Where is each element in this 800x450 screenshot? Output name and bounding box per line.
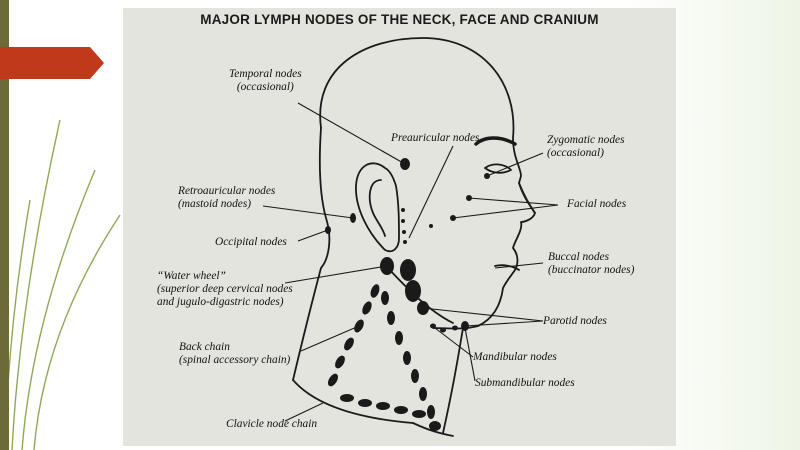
label-preauricular-nodes: Preauricular nodes (391, 132, 480, 144)
diagram-title: MAJOR LYMPH NODES OF THE NECK, FACE AND … (200, 12, 599, 27)
slide-tab-arrow (0, 47, 104, 79)
label-water-wheel: “Water wheel” (superior deep cervical no… (157, 270, 293, 308)
label-retroauricular-nodes: Retroauricular nodes (mastoid nodes) (178, 185, 276, 210)
label-zygomatic-nodes: Zygomatic nodes (occasional) (547, 134, 625, 159)
head-neck-illustration (262, 37, 559, 437)
label-buccal-nodes: Buccal nodes (buccinator nodes) (548, 251, 635, 276)
label-parotid-nodes: Parotid nodes (543, 315, 607, 327)
label-mandibular-nodes: Mandibular nodes (473, 351, 557, 363)
label-facial-nodes: Facial nodes (567, 198, 627, 210)
diagram-panel: MAJOR LYMPH NODES OF THE NECK, FACE AND … (123, 8, 676, 446)
label-clavicle-node-chain: Clavicle node chain (226, 418, 318, 430)
label-temporal-nodes: Temporal nodes (occasional) (229, 68, 302, 93)
left-stripe (0, 0, 9, 450)
label-submandibular-nodes: Submandibular nodes (475, 377, 575, 389)
label-occipital-nodes: Occipital nodes (215, 236, 287, 248)
label-back-chain: Back chain (spinal accessory chain) (179, 341, 291, 366)
